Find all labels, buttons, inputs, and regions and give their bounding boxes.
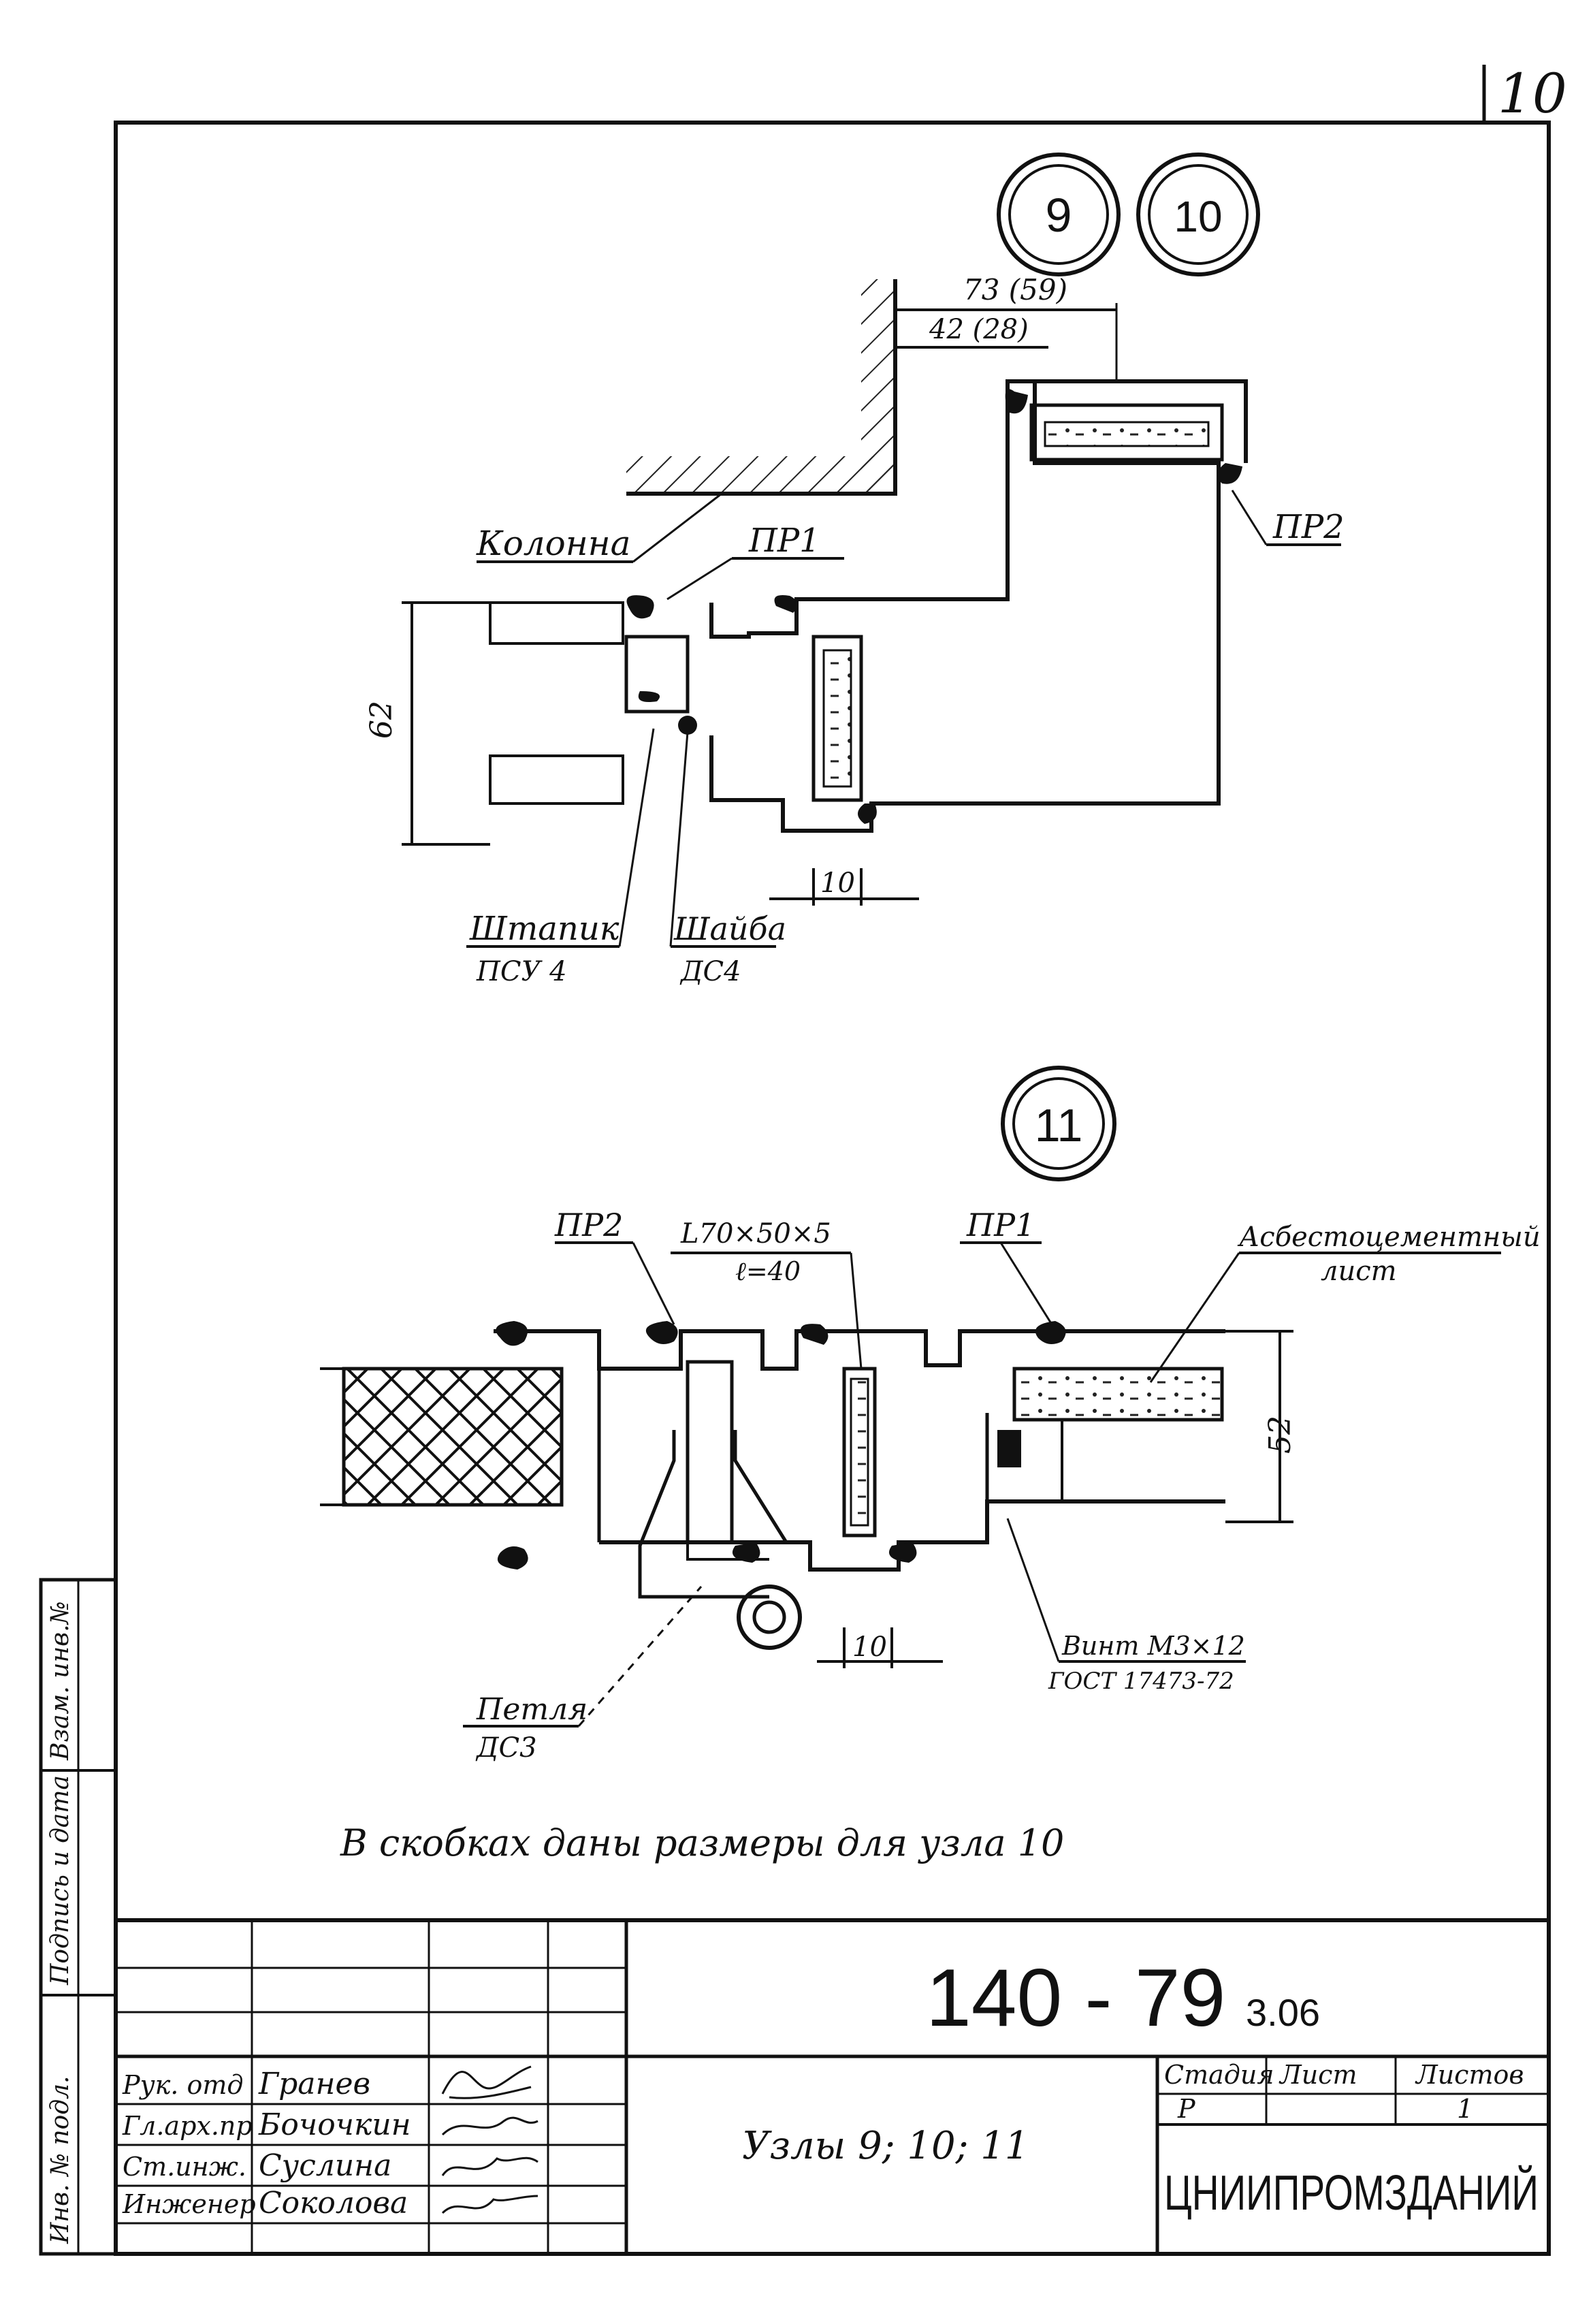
- dimension-gap-10-upper: 10: [769, 867, 919, 906]
- frame-profile: [489, 379, 1248, 833]
- label-pr2-lower: ПР2: [554, 1207, 623, 1243]
- title-block: 140 - 79 3.06 Рук. отд Гл.арх.пр Ст.инж.…: [114, 1918, 1551, 2256]
- label-loop-code: ДС3: [475, 1732, 537, 1764]
- dimension-height-52: 52: [1225, 1330, 1298, 1523]
- name-3: Суслина: [259, 2148, 391, 2183]
- label-pr1-upper: ПР1: [748, 522, 820, 560]
- label-pr2-upper: ПР2: [1272, 508, 1345, 546]
- label-sheet: Асбестоцементный: [1237, 1222, 1541, 1253]
- svg-text:9: 9: [1046, 189, 1072, 242]
- label-pr1-lower: ПР1: [966, 1207, 1035, 1243]
- sheet-frame: 10: [114, 62, 1567, 2256]
- role-1: Рук. отд: [122, 2070, 243, 2100]
- name-4: Соколова: [259, 2186, 408, 2220]
- dim-gap-10-lower: 10: [852, 1631, 887, 1663]
- label-angle-len: ℓ=40: [735, 1256, 801, 1286]
- label-washer: Шайба: [673, 910, 786, 947]
- left-margin-strip: Инв. № подл. Подпись и дата Взам. инв.№: [39, 1578, 118, 2256]
- name-2: Бочочкин: [258, 2107, 411, 2142]
- dim-height-52: 52: [1263, 1416, 1298, 1454]
- node-marker-11: 11: [1001, 1066, 1116, 1181]
- role-3: Ст.инж.: [123, 2152, 246, 2182]
- svg-text:11: 11: [1035, 1100, 1083, 1151]
- insulation-panel: [342, 1367, 564, 1507]
- label-washer-code: ДС4: [679, 956, 741, 987]
- name-1: Гранев: [258, 2067, 370, 2101]
- label-sheet-2: лист: [1321, 1256, 1397, 1287]
- node-marker-9: 9: [997, 153, 1121, 276]
- column-section: [626, 279, 897, 496]
- dimension-top: 73 (59) 42 (28): [895, 273, 1118, 381]
- stage-value: Р: [1177, 2094, 1196, 2124]
- stage-header: Стадия: [1164, 2060, 1274, 2090]
- role-2: Гл.арх.пр: [122, 2111, 253, 2141]
- sheet-title: Узлы 9; 10; 11: [742, 2124, 1029, 2168]
- sheet-designation: 140 - 79: [926, 1952, 1225, 2043]
- node-marker-10: 10: [1136, 153, 1260, 276]
- dim-gap-10-upper: 10: [820, 867, 855, 899]
- signatures: [441, 2065, 538, 2214]
- label-loop: Петля: [476, 1692, 588, 1727]
- label-screw: Винт М3×12: [1061, 1631, 1245, 1661]
- dim-inner: 42 (28): [929, 314, 1029, 345]
- sheets-header: Листов: [1415, 2060, 1524, 2090]
- dimension-gap-10-lower: 10: [817, 1627, 943, 1668]
- lower-detail: 52 10 ПР2 L70×50×5 ℓ=40 ПР1 Асбестоцемен…: [320, 1207, 1541, 1764]
- sheets-value: 1: [1457, 2094, 1473, 2124]
- upper-detail: 73 (59) 42 (28): [364, 273, 1345, 987]
- margin-replace-inv: Взам. инв.№: [46, 1601, 74, 1761]
- loop-ring: [737, 1585, 802, 1650]
- label-screw-std: ГОСТ 17473-72: [1048, 1668, 1234, 1695]
- organization-name: ЦНИИПРОМЗДАНИЙ: [1164, 2165, 1539, 2220]
- asbestos-sheet: [1012, 1367, 1224, 1422]
- label-bead: Штапик: [469, 910, 620, 948]
- label-angle: L70×50×5: [680, 1218, 831, 1249]
- margin-inv-orig: Инв. № подл.: [46, 2076, 74, 2245]
- margin-sign-date: Подпись и дата: [46, 1775, 74, 1986]
- general-note: В скобках даны размеры для узла 10: [340, 1821, 1064, 1864]
- label-bead-code: ПСУ 4: [476, 956, 567, 987]
- dim-total: 73 (59): [963, 273, 1067, 306]
- svg-text:10: 10: [1174, 192, 1222, 241]
- label-column: Колонна: [476, 524, 630, 563]
- page-number: 10: [1498, 62, 1567, 125]
- dimension-height-62: 62: [364, 601, 490, 846]
- role-4: Инженер: [122, 2189, 256, 2219]
- sheet-header: Лист: [1279, 2060, 1357, 2090]
- sheet-issue: 3.06: [1246, 1991, 1320, 2034]
- dim-height-62: 62: [364, 701, 399, 739]
